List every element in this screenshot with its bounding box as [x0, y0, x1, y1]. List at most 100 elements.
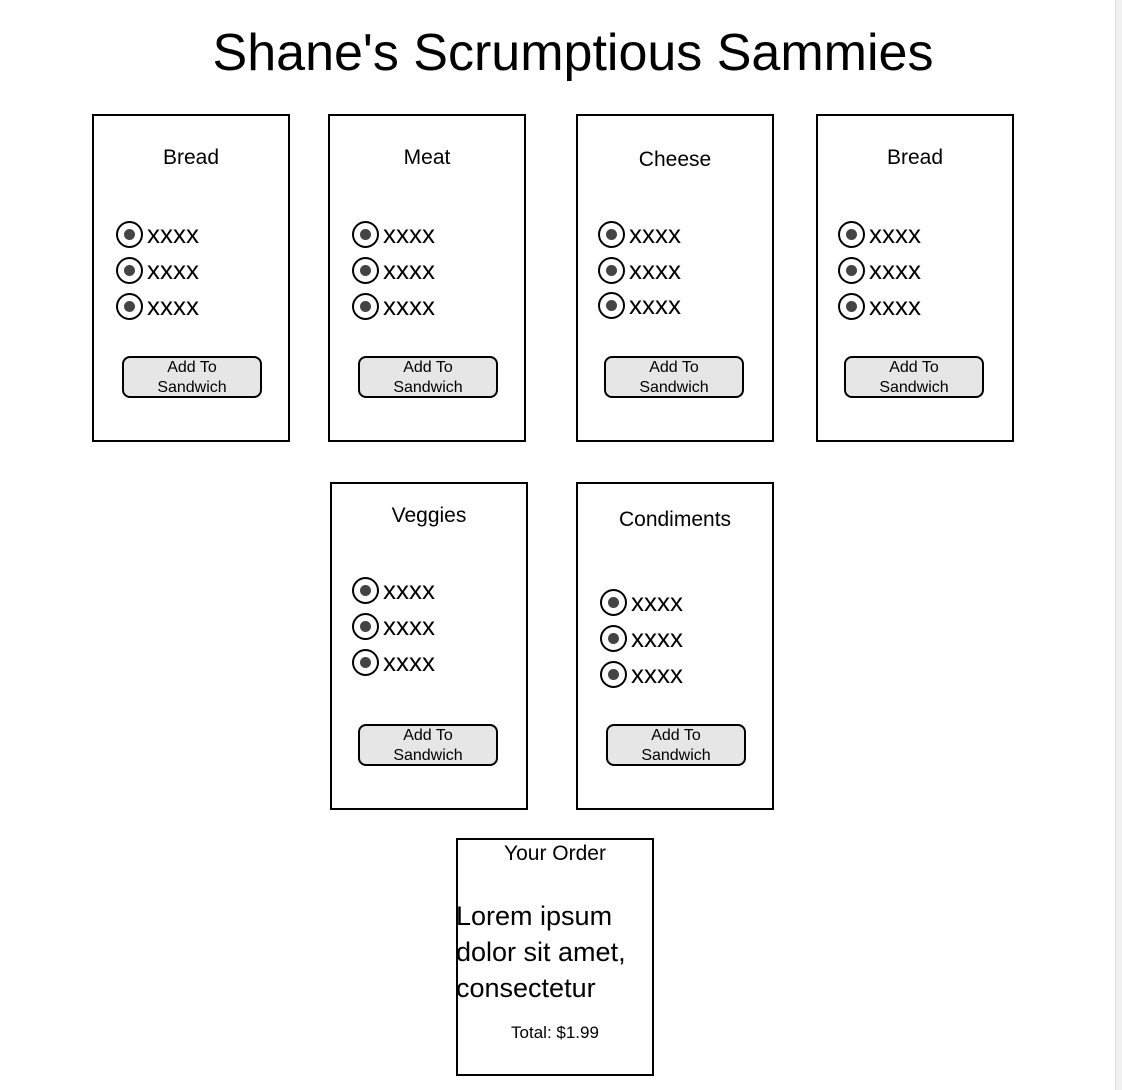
- option-label: xxxx: [869, 255, 921, 285]
- option[interactable]: xxxx: [116, 288, 199, 324]
- card-title: Veggies: [391, 504, 467, 527]
- scrollbar[interactable]: [1115, 0, 1122, 1090]
- card-cheese: Cheese xxxx xxxx xxxx Add To Sandwich: [576, 114, 774, 442]
- radio-dot: [846, 300, 857, 312]
- option[interactable]: xxxx: [352, 572, 435, 608]
- radio-dot: [606, 228, 617, 240]
- option[interactable]: xxxx: [116, 252, 199, 288]
- card-title: Bread: [162, 146, 220, 169]
- radio-button[interactable]: [352, 220, 379, 248]
- option-label: xxxx: [147, 255, 199, 285]
- radio-button[interactable]: [600, 588, 627, 616]
- radio-dot: [608, 632, 619, 644]
- option[interactable]: xxxx: [352, 216, 435, 252]
- option-label: xxxx: [631, 659, 683, 689]
- option-label: xxxx: [631, 587, 683, 617]
- option-group: xxxx xxxx xxxx: [352, 216, 435, 324]
- radio-button[interactable]: [598, 256, 625, 284]
- radio-dot: [124, 300, 135, 312]
- option[interactable]: xxxx: [600, 584, 683, 620]
- option[interactable]: xxxx: [116, 216, 199, 252]
- option[interactable]: xxxx: [352, 608, 435, 644]
- card-title: Meat: [403, 146, 451, 169]
- radio-button[interactable]: [838, 292, 865, 320]
- radio-dot: [846, 228, 857, 240]
- option-group: xxxx xxxx xxxx: [598, 216, 681, 322]
- option-label: xxxx: [383, 611, 435, 641]
- radio-dot: [606, 264, 617, 276]
- radio-dot: [606, 299, 617, 311]
- option-group: xxxx xxxx xxxx: [600, 584, 683, 692]
- add-to-sandwich-button[interactable]: Add To Sandwich: [122, 356, 262, 398]
- radio-dot: [360, 300, 371, 312]
- radio-button[interactable]: [352, 648, 379, 676]
- option-label: xxxx: [631, 623, 683, 653]
- radio-button[interactable]: [116, 292, 143, 320]
- option-label: xxxx: [383, 575, 435, 605]
- radio-dot: [360, 264, 371, 276]
- radio-button[interactable]: [352, 292, 379, 320]
- radio-dot: [846, 264, 857, 276]
- radio-dot: [360, 584, 371, 596]
- radio-button[interactable]: [352, 576, 379, 604]
- radio-dot: [608, 596, 619, 608]
- add-to-sandwich-button[interactable]: Add To Sandwich: [606, 724, 746, 766]
- radio-button[interactable]: [598, 291, 625, 319]
- card-bread-2: Bread xxxx xxxx xxxx Add To Sandwich: [816, 114, 1014, 442]
- add-to-sandwich-button[interactable]: Add To Sandwich: [604, 356, 744, 398]
- option[interactable]: xxxx: [598, 216, 681, 252]
- radio-dot: [360, 620, 371, 632]
- option[interactable]: xxxx: [598, 252, 681, 288]
- option-label: xxxx: [869, 219, 921, 249]
- option[interactable]: xxxx: [838, 288, 921, 324]
- radio-button[interactable]: [352, 256, 379, 284]
- option[interactable]: xxxx: [838, 252, 921, 288]
- option-label: xxxx: [629, 219, 681, 249]
- option-label: xxxx: [383, 255, 435, 285]
- option-label: xxxx: [383, 291, 435, 321]
- option[interactable]: xxxx: [838, 216, 921, 252]
- add-to-sandwich-button[interactable]: Add To Sandwich: [844, 356, 984, 398]
- page-title: Shane's Scrumptious Sammies: [212, 24, 934, 82]
- radio-button[interactable]: [352, 612, 379, 640]
- card-bread: Bread xxxx xxxx xxxx Add To Sandwich: [92, 114, 290, 442]
- option[interactable]: xxxx: [598, 288, 681, 322]
- order-total: Total: $1.99: [511, 1023, 599, 1042]
- radio-button[interactable]: [838, 220, 865, 248]
- order-title: Your Order: [504, 842, 606, 865]
- radio-button[interactable]: [116, 256, 143, 284]
- option-label: xxxx: [147, 291, 199, 321]
- card-title: Condiments: [618, 508, 732, 531]
- option-group: xxxx xxxx xxxx: [838, 216, 921, 324]
- option[interactable]: xxxx: [352, 252, 435, 288]
- order-summary: Your Order Lorem ipsum dolor sit amet, c…: [456, 838, 654, 1076]
- card-title: Bread: [886, 146, 944, 169]
- option-label: xxxx: [383, 219, 435, 249]
- option-label: xxxx: [147, 219, 199, 249]
- option[interactable]: xxxx: [352, 288, 435, 324]
- radio-button[interactable]: [838, 256, 865, 284]
- card-veggies: Veggies xxxx xxxx xxxx Add To Sandwich: [330, 482, 528, 810]
- card-title: Cheese: [638, 148, 712, 171]
- radio-dot: [360, 656, 371, 668]
- option[interactable]: xxxx: [600, 656, 683, 692]
- option-label: xxxx: [629, 290, 681, 320]
- option[interactable]: xxxx: [600, 620, 683, 656]
- option-group: xxxx xxxx xxxx: [352, 572, 435, 680]
- radio-button[interactable]: [600, 660, 627, 688]
- radio-button[interactable]: [600, 624, 627, 652]
- option-label: xxxx: [869, 291, 921, 321]
- add-to-sandwich-button[interactable]: Add To Sandwich: [358, 356, 498, 398]
- radio-button[interactable]: [116, 220, 143, 248]
- radio-dot: [124, 228, 135, 240]
- option[interactable]: xxxx: [352, 644, 435, 680]
- radio-dot: [608, 668, 619, 680]
- card-meat: Meat xxxx xxxx xxxx Add To Sandwich: [328, 114, 526, 442]
- option-group: xxxx xxxx xxxx: [116, 216, 199, 324]
- card-condiments: Condiments xxxx xxxx xxxx Add To Sandwic…: [576, 482, 774, 810]
- add-to-sandwich-button[interactable]: Add To Sandwich: [358, 724, 498, 766]
- order-details: Lorem ipsum dolor sit amet, consectetur: [456, 901, 626, 1003]
- radio-button[interactable]: [598, 220, 625, 248]
- radio-dot: [124, 264, 135, 276]
